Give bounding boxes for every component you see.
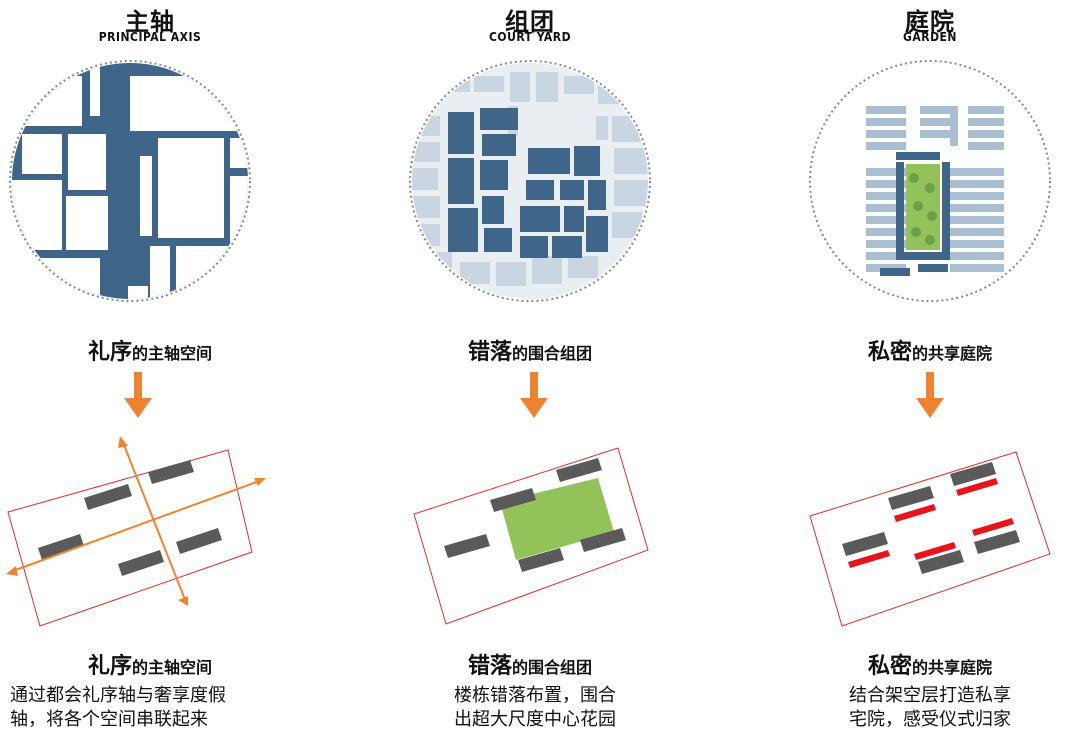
caption-rest: 的主轴空间	[132, 658, 213, 677]
tagline-rest: 的共享庭院	[912, 344, 993, 363]
panel-title: 组团	[505, 8, 555, 36]
tagline-emphasis: 错落	[467, 339, 512, 365]
axis-plan-diagram	[6, 436, 266, 627]
caption-rest: 的共享庭院	[912, 658, 993, 677]
panel-garden: 庭院 GARDEN	[780, 0, 1080, 733]
caption-emphasis: 错落	[467, 653, 512, 679]
description-line: 轴，将各个空间串联起来	[10, 709, 208, 730]
description-line: 出超大尺度中心花园	[454, 709, 616, 730]
description: 楼栋错落布置，围合 出超大尺度中心花园	[440, 684, 630, 732]
panel-subtitle: GARDEN	[903, 30, 957, 44]
down-arrow-icon	[520, 372, 548, 418]
panel-title: 主轴	[125, 8, 175, 36]
panel-subtitle: COURT YARD	[488, 30, 572, 44]
tagline-emphasis: 私密	[867, 339, 912, 365]
down-arrow-icon	[124, 372, 152, 418]
description: 通过都会礼序轴与奢享度假 轴，将各个空间串联起来	[10, 684, 230, 732]
description-line: 通过都会礼序轴与奢享度假	[10, 685, 226, 706]
tagline: 私密的共享庭院	[780, 334, 1080, 366]
panel-principal-axis: 主轴 PRINCIPAL AXIS 礼序的主轴空间	[0, 0, 300, 733]
courtyard-circle-diagram	[409, 60, 651, 302]
tagline-emphasis: 礼序	[87, 339, 132, 365]
caption-emphasis: 私密	[867, 653, 912, 679]
tagline: 错落的围合组团	[380, 334, 680, 366]
down-arrow-icon	[916, 372, 944, 418]
caption-rest: 的围合组团	[512, 658, 593, 677]
caption-title: 错落的围合组团	[380, 648, 680, 680]
panel-subtitle: PRINCIPAL AXIS	[98, 30, 202, 44]
courtyard-plan-diagram	[413, 447, 649, 625]
description-line: 楼栋错落布置，围合	[454, 685, 616, 706]
panel-court-yard: 组团 COURT YARD	[380, 0, 680, 733]
caption-title: 礼序的主轴空间	[0, 648, 300, 680]
description: 结合架空层打造私享 宅院，感受仪式归家	[830, 684, 1030, 732]
tagline-rest: 的围合组团	[512, 344, 593, 363]
tagline: 礼序的主轴空间	[0, 334, 300, 366]
caption-emphasis: 礼序	[87, 653, 132, 679]
garden-plan-diagram	[809, 451, 1051, 627]
axis-circle-diagram	[9, 60, 251, 302]
garden-circle-diagram	[809, 60, 1051, 302]
panel-title: 庭院	[905, 8, 955, 36]
description-line: 宅院，感受仪式归家	[849, 709, 1011, 730]
caption-title: 私密的共享庭院	[780, 648, 1080, 680]
tagline-rest: 的主轴空间	[132, 344, 213, 363]
description-line: 结合架空层打造私享	[849, 685, 1011, 706]
